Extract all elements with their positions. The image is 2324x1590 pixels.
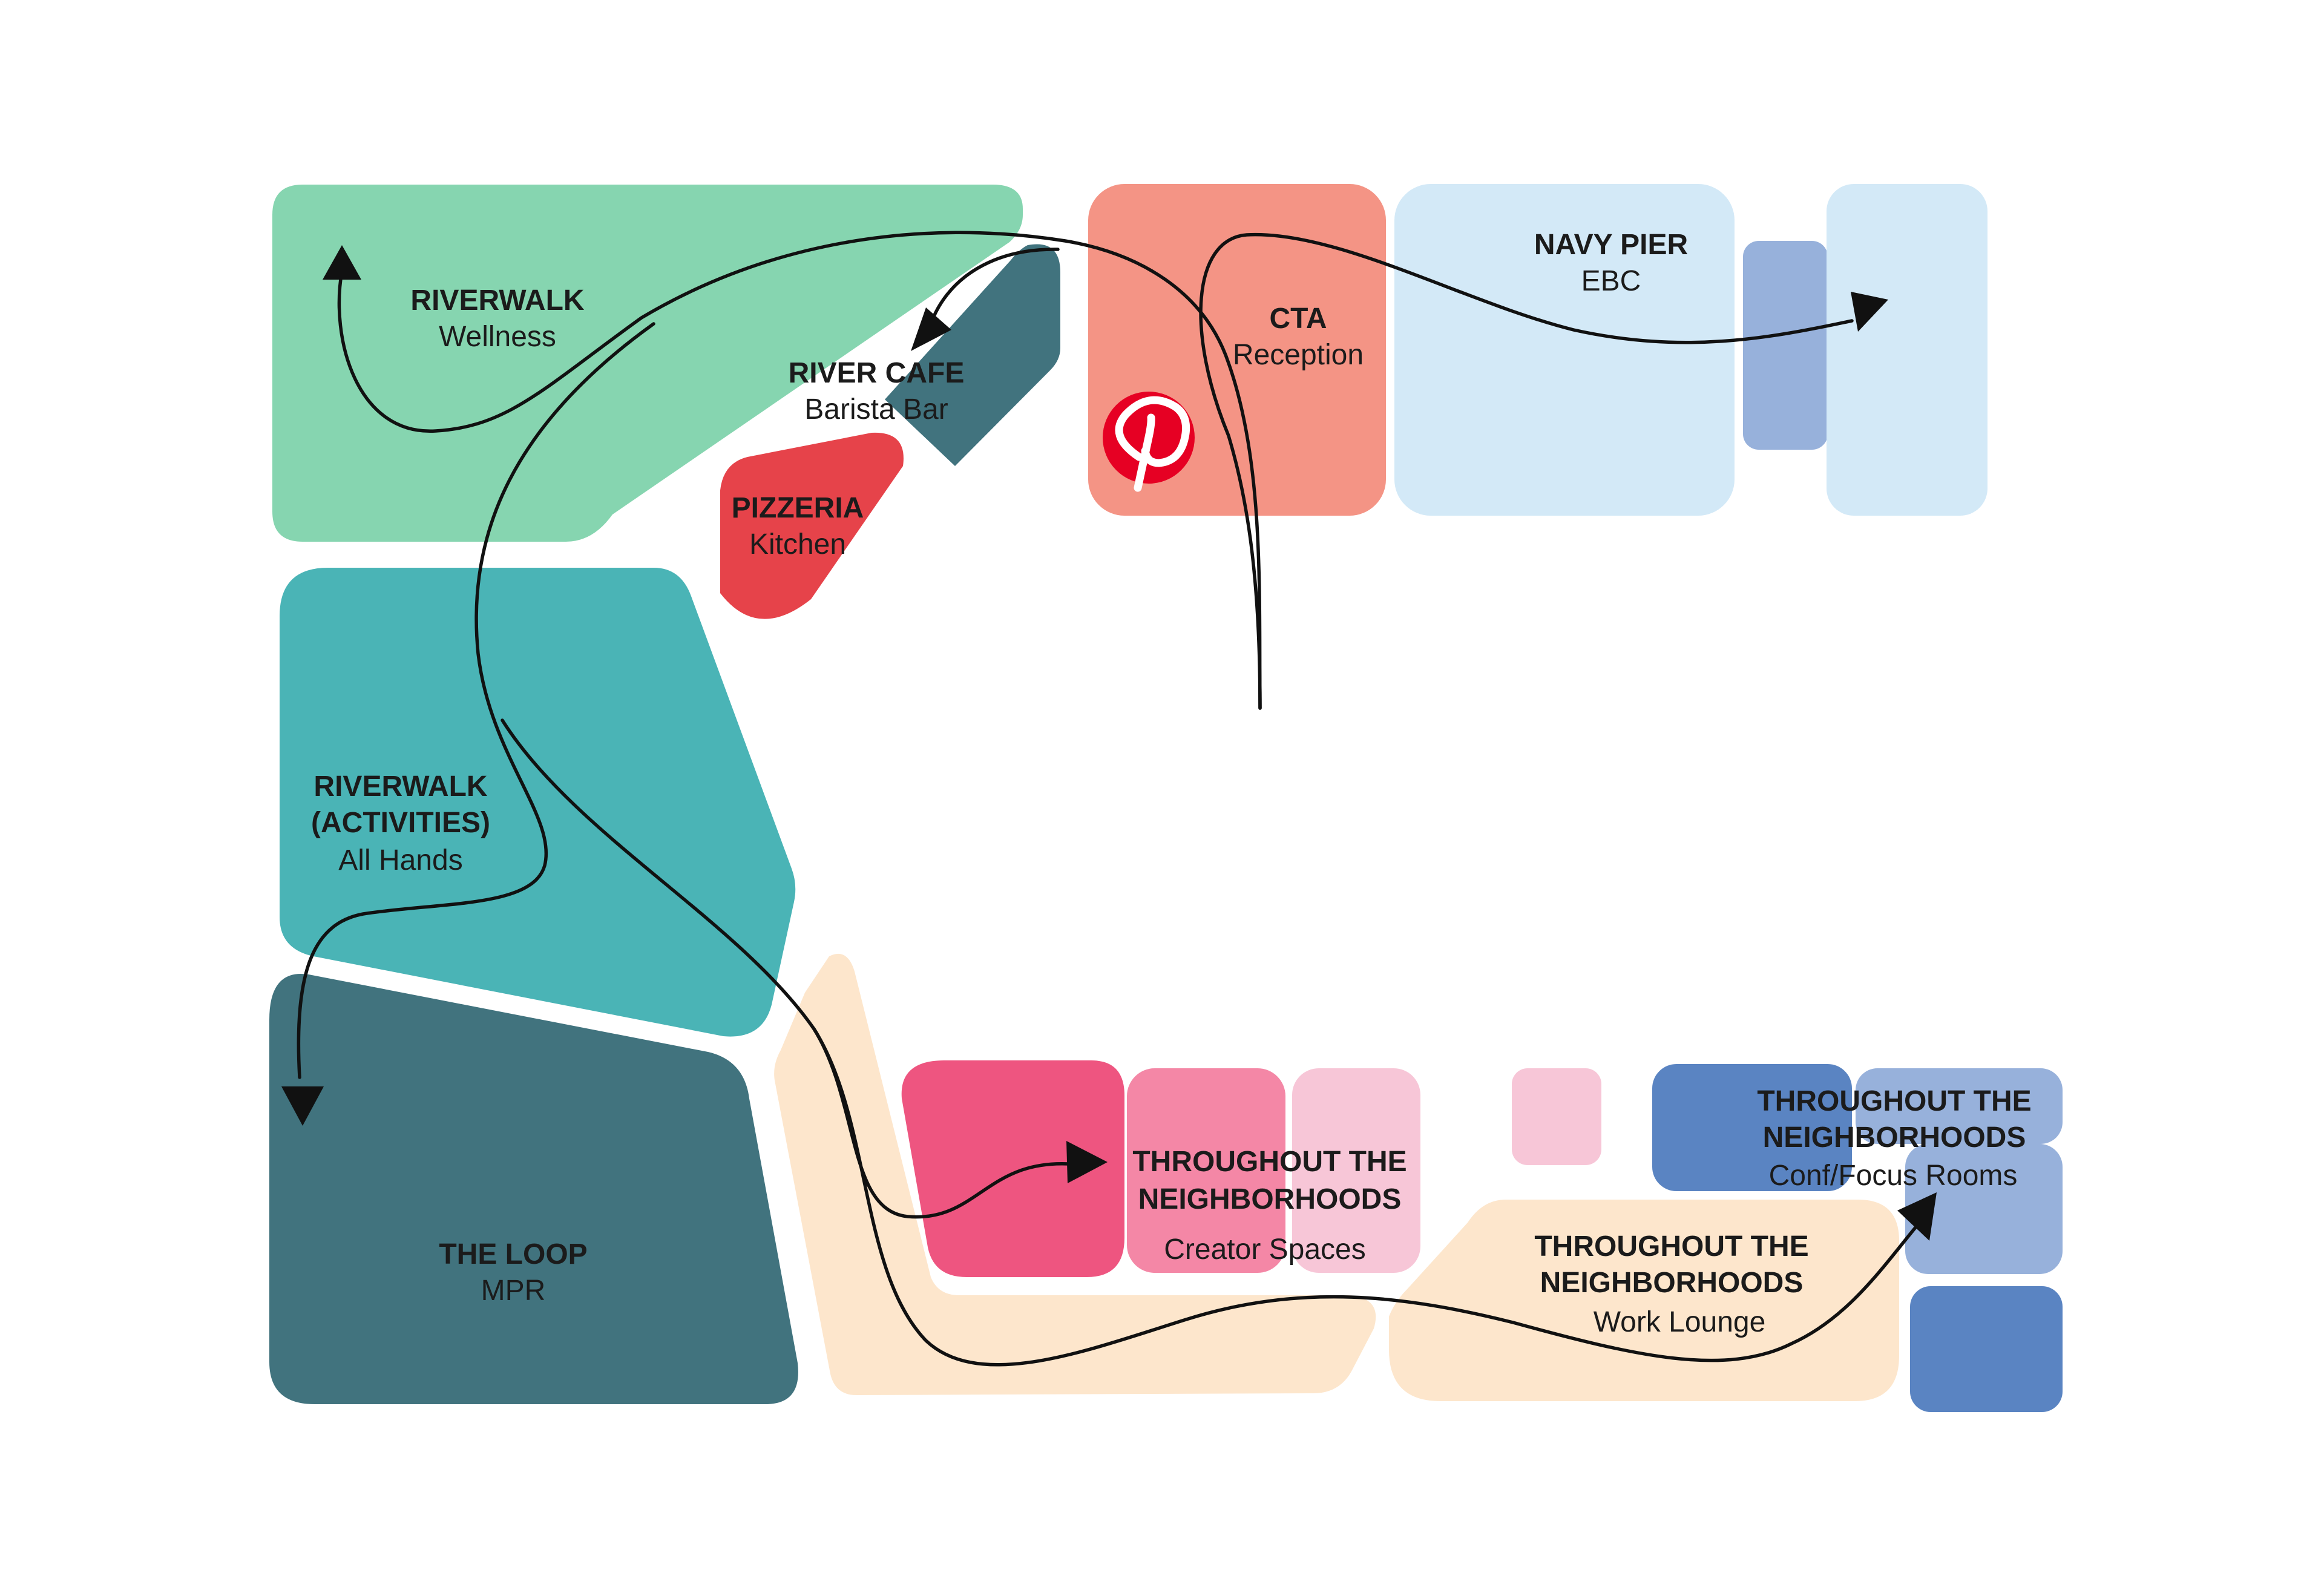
zone-creator-spaces-secondary	[1127, 1068, 1285, 1273]
label-cta-title: CTA	[1269, 303, 1327, 335]
label-riverwalk-wellness-subtitle: Wellness	[439, 321, 556, 353]
label-creator-spaces-title-1: THROUGHOUT THE	[1132, 1146, 1407, 1178]
label-the-loop-subtitle: MPR	[481, 1275, 546, 1307]
label-work-lounge-subtitle: Work Lounge	[1594, 1306, 1766, 1338]
flow-path-to-conf-rooms	[812, 1027, 1926, 1367]
zone-conf-room-dark-bottom	[1910, 1286, 2063, 1412]
label-pizzeria-subtitle: Kitchen	[749, 528, 846, 560]
zone-conf-room-light-mid	[1905, 1144, 2063, 1274]
label-navy-pier-title: NAVY PIER	[1534, 229, 1688, 261]
label-work-lounge-title-2: NEIGHBORHOODS	[1540, 1267, 1804, 1299]
zone-riverwalk-wellness	[272, 185, 1023, 542]
flow-path-riverwalk-to-navy-pier	[337, 231, 1262, 710]
label-navy-pier-subtitle: EBC	[1581, 265, 1641, 297]
arrowhead-river-cafe	[911, 307, 951, 351]
label-riverwalk-activities-title-2: (ACTIVITIES)	[311, 807, 490, 839]
zone-navy-pier-annex	[1827, 184, 1988, 516]
zone-conf-room-dark	[1652, 1064, 1852, 1191]
zone-creator-spaces-primary	[901, 1060, 1124, 1277]
zone-pizzeria	[720, 432, 904, 619]
zone-creator-spaces-small	[1512, 1068, 1601, 1165]
arrowhead-navy-pier	[1851, 292, 1888, 332]
pinterest-logo-icon	[1103, 392, 1195, 492]
zone-navy-pier	[1394, 184, 1735, 516]
label-creator-spaces-subtitle: Creator Spaces	[1164, 1234, 1366, 1266]
arrowhead-conf-rooms	[1897, 1192, 1937, 1241]
arrowhead-the-loop	[281, 1086, 324, 1126]
label-cta-subtitle: Reception	[1233, 339, 1364, 371]
label-riverwalk-activities-title-1: RIVERWALK	[313, 770, 487, 803]
flow-path-to-river-cafe	[931, 248, 1060, 320]
label-pizzeria-title: PIZZERIA	[732, 492, 864, 524]
zone-creator-spaces-light	[1292, 1068, 1420, 1273]
label-creator-spaces-title-2: NEIGHBORHOODS	[1138, 1183, 1402, 1215]
flow-path-to-the-loop	[297, 322, 655, 1079]
label-work-lounge-title-1: THROUGHOUT THE	[1534, 1230, 1808, 1263]
label-riverwalk-activities-subtitle: All Hands	[338, 844, 462, 876]
label-riverwalk-wellness-title: RIVERWALK	[410, 284, 584, 317]
arrowhead-riverwalk	[323, 245, 361, 280]
flow-path-to-creator-spaces	[501, 718, 1085, 1219]
zone-conf-room-light-top	[1856, 1068, 2063, 1144]
label-river-cafe-title: RIVER CAFE	[789, 357, 965, 389]
flow-path-cta-to-navy-pier	[1199, 232, 1854, 710]
label-the-loop-title: THE LOOP	[439, 1238, 587, 1270]
arrowhead-creator-spaces	[1066, 1141, 1108, 1183]
zone-river-cafe	[885, 244, 1060, 466]
zone-navy-pier-divider	[1743, 241, 1828, 450]
label-river-cafe-subtitle: Barista Bar	[804, 393, 948, 425]
zone-the-loop	[269, 973, 798, 1404]
label-conf-focus-title-1: THROUGHOUT THE	[1757, 1085, 2031, 1117]
zone-work-lounge	[1389, 1200, 1899, 1401]
label-conf-focus-title-2: NEIGHBORHOODS	[1763, 1122, 2026, 1154]
label-conf-focus-subtitle: Conf/Focus Rooms	[1769, 1160, 2018, 1192]
zone-riverwalk-activities	[280, 568, 796, 1037]
zone-work-lounge-corridor	[774, 953, 1376, 1395]
